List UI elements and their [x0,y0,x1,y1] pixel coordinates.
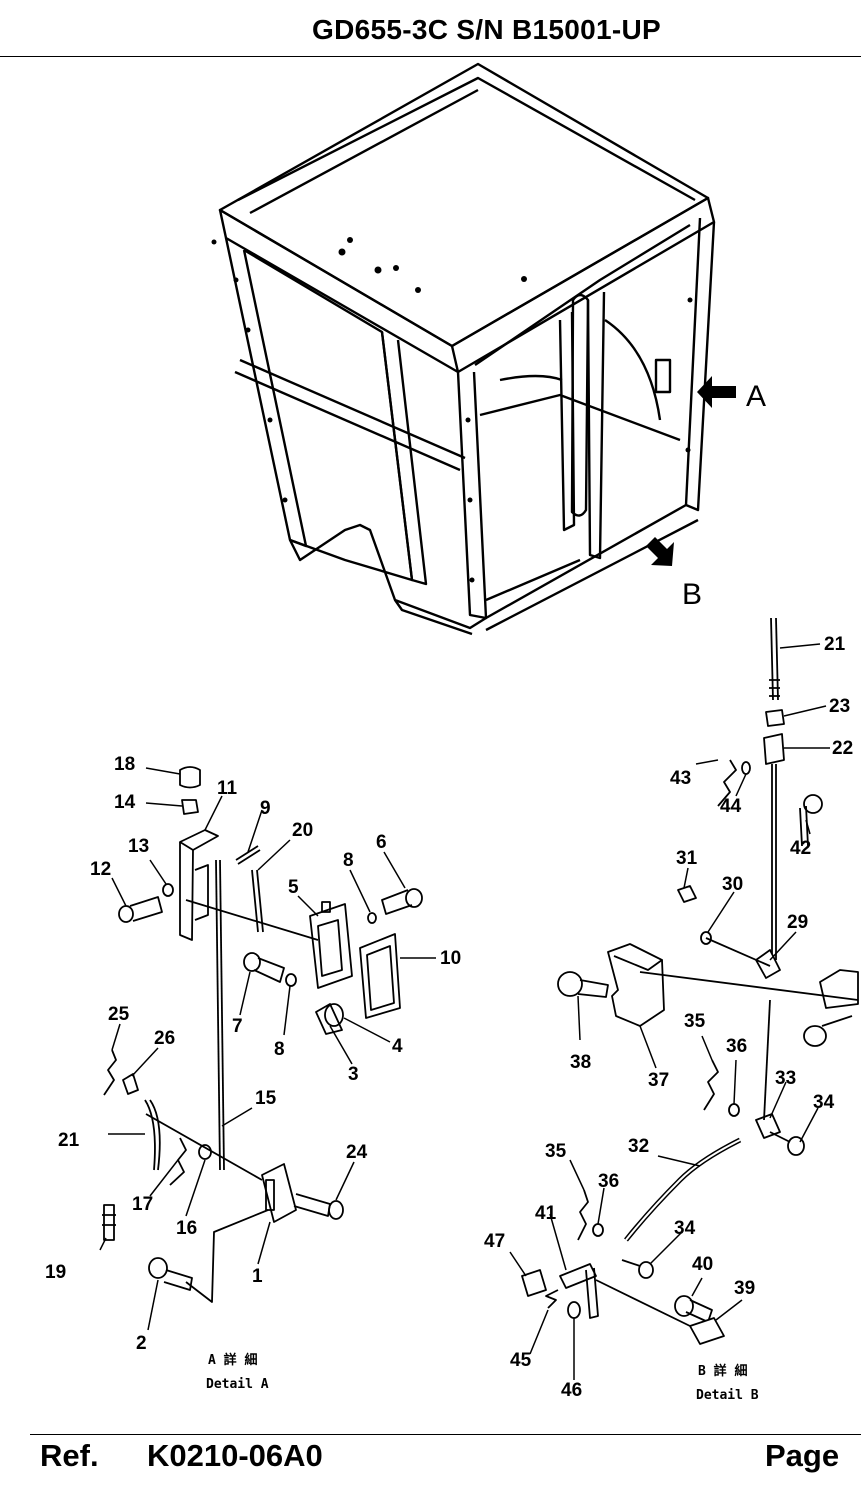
detail-a-parts [102,766,423,1303]
callout: 36 [598,1171,619,1192]
callouts-detail-b: 21 23 22 43 44 42 31 30 29 38 37 35 36 3… [484,634,853,1401]
callout: 30 [722,874,743,895]
callout: 9 [260,798,271,819]
view-a-arrow [697,376,736,408]
view-b-arrow [646,537,674,566]
callout: 39 [734,1278,755,1299]
cab-assembly [211,62,716,636]
callout: 46 [561,1380,582,1401]
callout: 17 [132,1194,153,1215]
footer-page-label: Page [765,1438,840,1473]
callout: 14 [114,792,136,813]
callout: 13 [128,836,149,857]
callout: 35 [684,1011,706,1032]
callout: 32 [628,1136,649,1157]
callout: 21 [824,634,846,655]
callout: 5 [288,877,299,898]
callout: 8 [274,1039,285,1060]
callout: 15 [255,1088,277,1109]
callout: 26 [154,1028,175,1049]
callout: 2 [136,1333,147,1354]
callout: 47 [484,1231,505,1252]
callout: 25 [108,1004,130,1025]
detail-b-caption-jp: B 詳 細 [698,1363,747,1379]
footer-rule [30,1434,861,1435]
callouts-detail-a: 18 14 11 9 20 6 13 12 8 5 10 7 8 4 3 25 … [45,754,461,1354]
callout: 42 [790,838,811,859]
callout: 40 [692,1254,713,1275]
callout: 29 [787,912,808,933]
callout: 11 [217,778,238,799]
detail-b-parts [521,617,859,1345]
callout: 4 [392,1036,403,1057]
callout: 7 [232,1016,243,1037]
callout: 18 [114,754,135,775]
callout: 21 [58,1130,80,1151]
callout: 45 [510,1350,532,1371]
callout: 43 [670,768,691,789]
callout: 20 [292,820,313,841]
footer-ref-label: Ref. [40,1438,99,1473]
detail-b-caption-en: Detail B [696,1388,759,1403]
callout: 44 [720,796,742,817]
header-rule [0,56,861,57]
callout: 12 [90,859,111,880]
callout: 34 [813,1092,835,1113]
roof-bolts [338,237,527,293]
page-title: GD655-3C S/N B15001-UP [312,14,661,45]
callout: 6 [376,832,387,853]
callout: 36 [726,1036,747,1057]
callout: 37 [648,1070,669,1091]
callout: 35 [545,1141,567,1162]
callout: 31 [676,848,698,869]
callout: 23 [829,696,850,717]
callout: 3 [348,1064,359,1085]
callout: 16 [176,1218,197,1239]
footer-ref-code: K0210-06A0 [147,1438,323,1473]
callout: 34 [674,1218,696,1239]
callout: 19 [45,1262,66,1283]
callout: 24 [346,1142,368,1163]
callout: 22 [832,738,853,759]
callout: 1 [252,1266,263,1287]
detail-a-caption-en: Detail A [206,1377,269,1392]
detail-a-caption-jp: A 詳 細 [208,1352,257,1368]
callout: 38 [570,1052,591,1073]
view-b-label: B [682,578,702,611]
parts-diagram: A B [45,62,859,1403]
view-a-label: A [746,380,766,413]
callout: 10 [440,948,461,969]
callout: 8 [343,850,354,871]
callout: 33 [775,1068,796,1089]
leader-lines [99,643,830,1380]
callout: 41 [535,1203,557,1224]
